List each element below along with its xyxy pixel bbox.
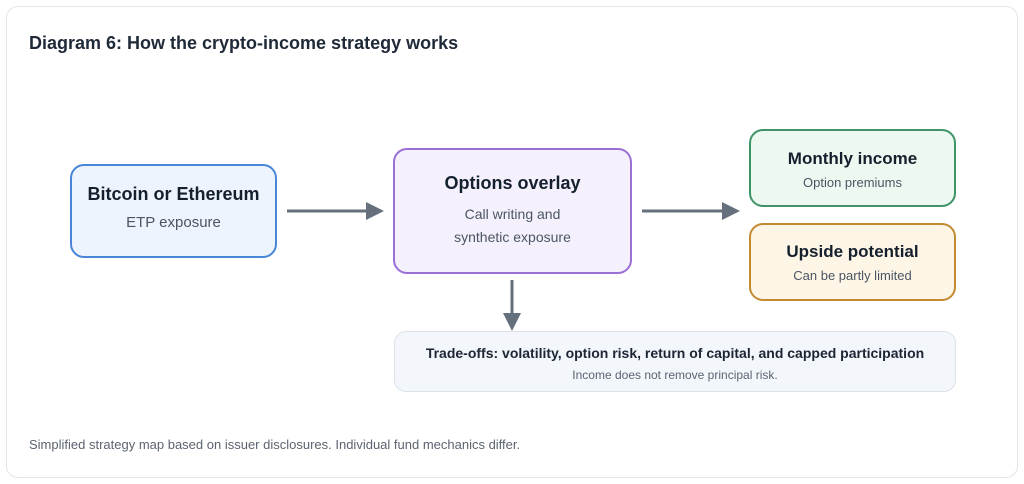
node-upside-potential: Upside potential Can be partly limited <box>749 223 956 301</box>
node-subtitle: Income does not remove principal risk. <box>572 368 778 382</box>
node-subtitle: Option premiums <box>803 175 902 190</box>
node-bitcoin-ethereum: Bitcoin or Ethereum ETP exposure <box>70 164 277 258</box>
node-title: Monthly income <box>787 149 918 168</box>
node-title: Upside potential <box>786 242 919 261</box>
node-trade-offs: Trade-offs: volatility, option risk, ret… <box>394 331 956 392</box>
node-options-overlay: Options overlay Call writing and synthet… <box>393 148 632 274</box>
node-subtitle-line1: Call writing and <box>464 206 561 222</box>
node-title: Bitcoin or Ethereum <box>87 184 260 204</box>
node-subtitle-line2: synthetic exposure <box>454 229 571 245</box>
node-subtitle: ETP exposure <box>126 214 221 231</box>
node-title: Trade-offs: volatility, option risk, ret… <box>425 345 925 361</box>
node-monthly-income: Monthly income Option premiums <box>749 129 956 207</box>
footnote: Simplified strategy map based on issuer … <box>29 437 521 452</box>
node-title: Options overlay <box>444 173 581 193</box>
diagram-title: Diagram 6: How the crypto-income strateg… <box>29 33 459 53</box>
node-subtitle: Can be partly limited <box>793 268 912 283</box>
